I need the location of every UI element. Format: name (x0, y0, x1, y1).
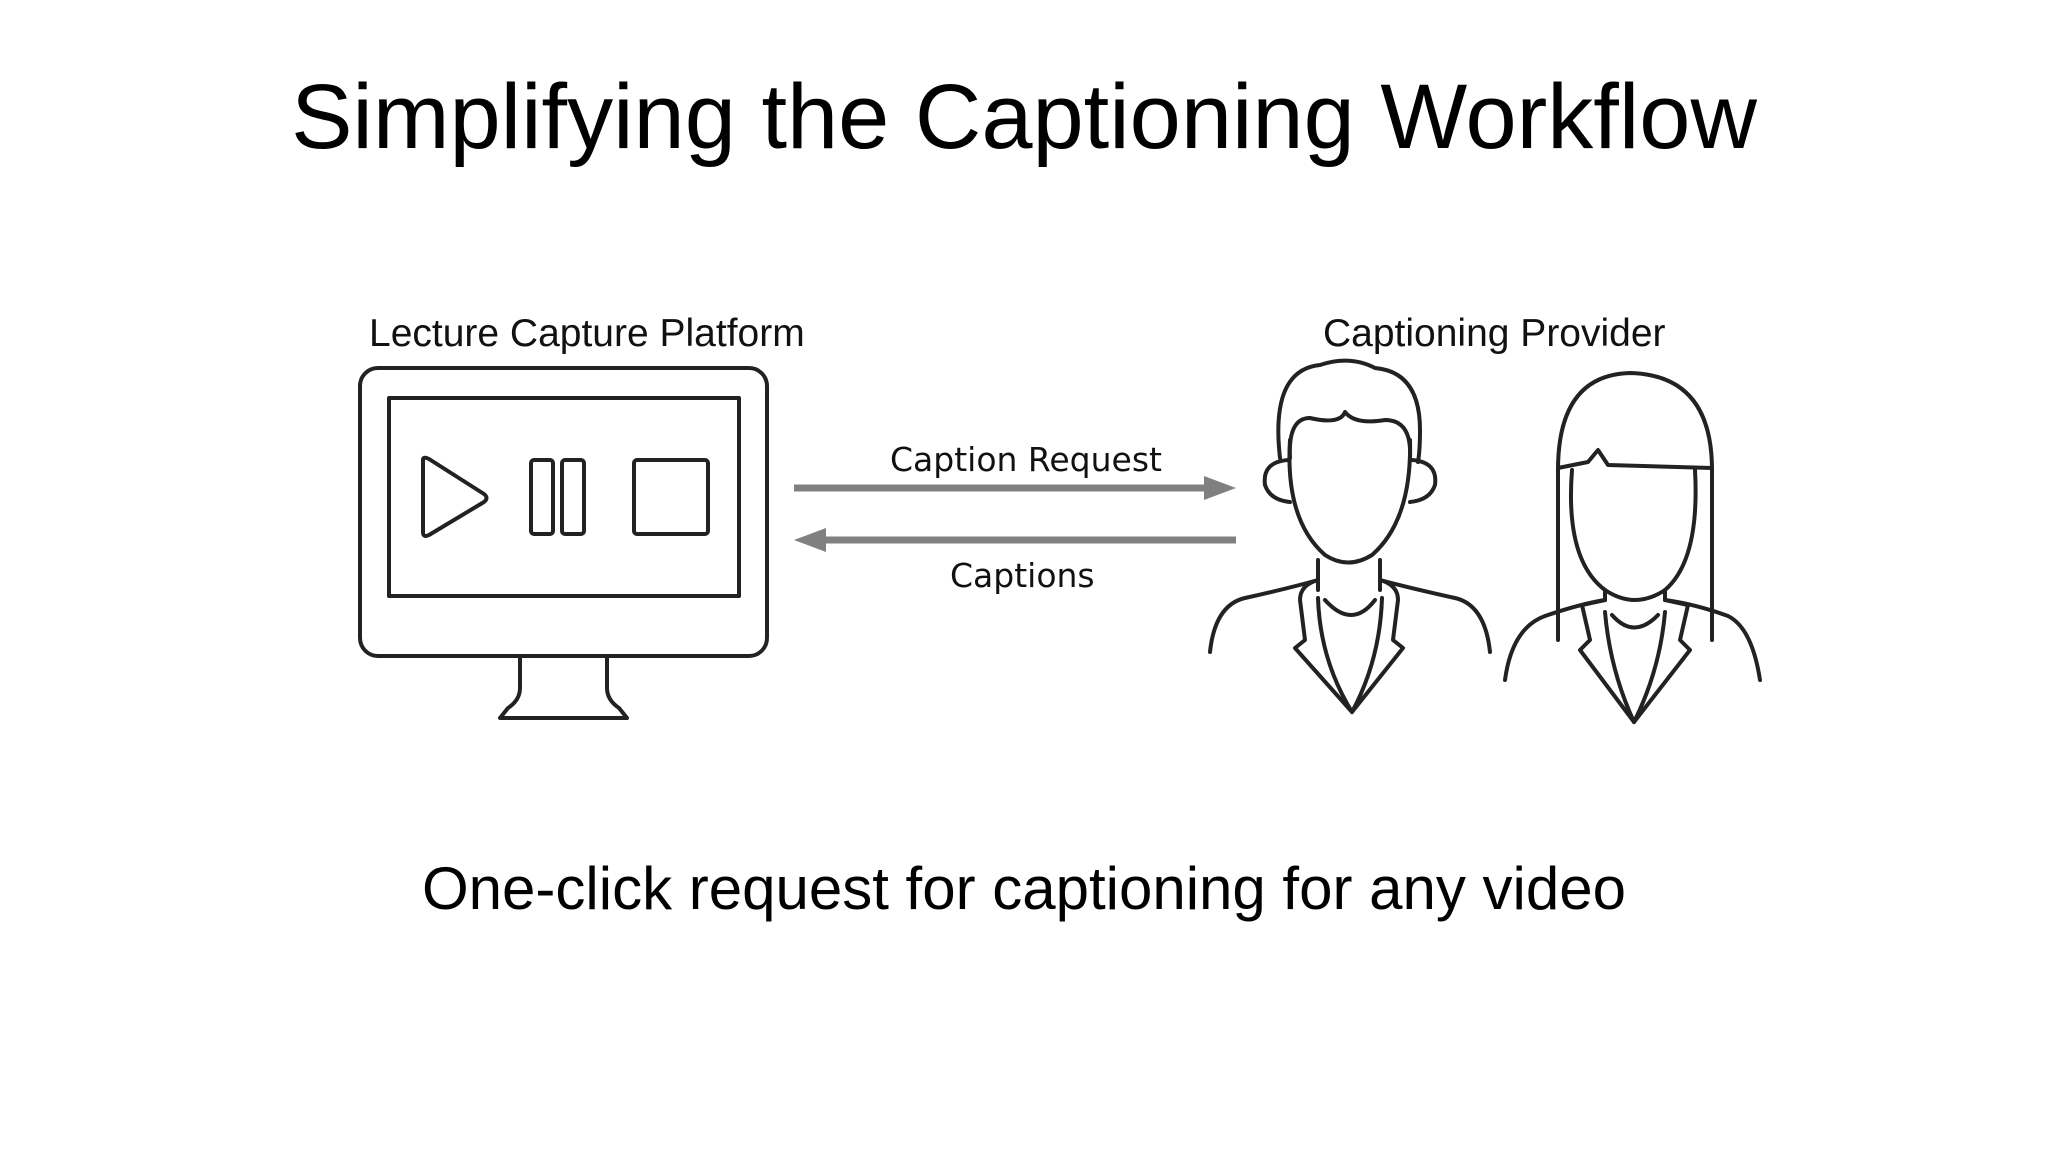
captions-label: Captions (950, 556, 1095, 595)
captions-arrow (794, 528, 1236, 552)
slide-subtitle: One-click request for captioning for any… (422, 855, 1626, 922)
slide-title: Simplifying the Captioning Workflow (291, 66, 1757, 168)
monitor-icon (358, 366, 769, 720)
stop-icon (632, 458, 710, 536)
person-female-icon (1503, 371, 1762, 724)
play-icon (421, 455, 489, 538)
caption-request-arrow (794, 476, 1236, 500)
person-male-icon (1208, 358, 1492, 714)
lecture-capture-platform-label: Lecture Capture Platform (369, 312, 805, 355)
pause-icon (529, 458, 586, 536)
caption-request-label: Caption Request (890, 440, 1162, 479)
captioning-provider-label: Captioning Provider (1323, 312, 1666, 355)
